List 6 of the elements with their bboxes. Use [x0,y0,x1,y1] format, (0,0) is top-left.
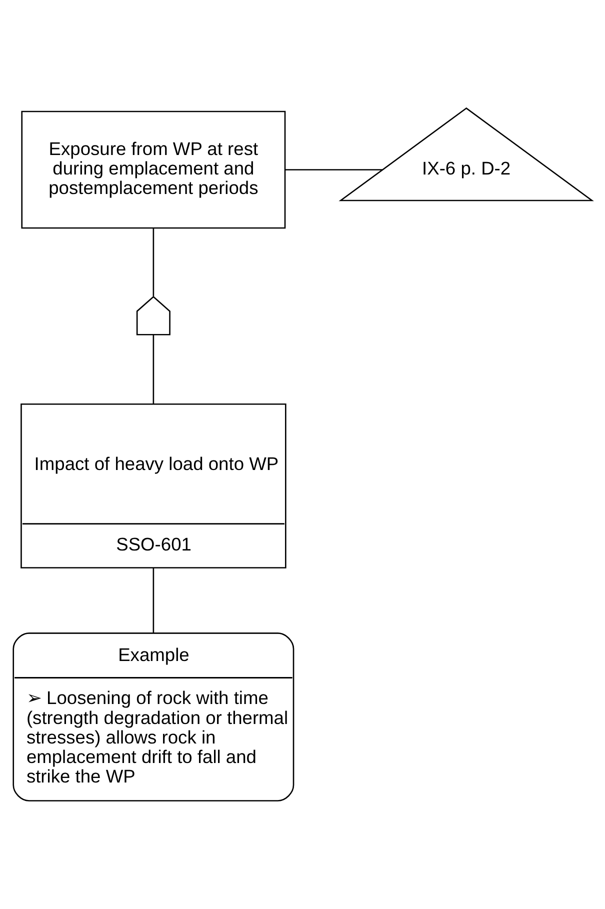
node-box: Exposure from WP at rest during emplacement and postemplacement periods [21,110,286,229]
node-gate [136,296,170,336]
connector [152,228,154,296]
connector [152,334,154,404]
connector [285,169,382,170]
connector [152,568,154,633]
